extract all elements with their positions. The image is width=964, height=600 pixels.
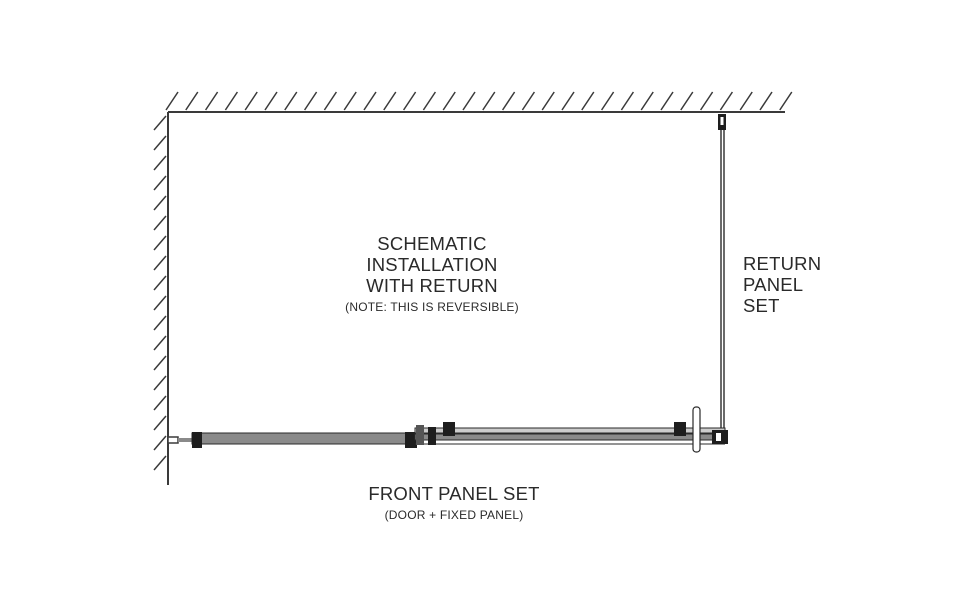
title-line-2: INSTALLATION [366,254,498,275]
title-line-3: WITH RETURN [366,275,498,296]
top-wall-hatching [165,91,793,111]
hatch-line [402,91,417,111]
return-line-2: PANEL [743,274,804,295]
hatch-line [581,91,595,111]
hatch-line [303,91,318,111]
hatch-line [153,315,167,331]
left-wall-hatching [153,115,167,471]
hatch-line [501,91,516,111]
hatch-line [244,91,258,111]
hatch-line [153,415,167,431]
hatch-line [153,275,167,291]
front-panel-title: FRONT PANEL SET [368,483,540,504]
hatch-line [363,91,377,111]
hatch-line [153,195,167,211]
hatch-line [383,91,397,111]
hatch-line [482,91,496,111]
hatch-line [224,91,239,111]
hatch-line [442,91,456,111]
hatch-line [153,295,167,311]
hatch-line [640,91,654,111]
hatch-line [759,91,773,111]
hatch-line [521,91,536,111]
hatch-line [153,115,167,131]
hatch-line [153,455,167,471]
hatch-line [264,91,278,111]
hatch-line [699,91,714,111]
hatch-line [153,135,167,151]
title-line-1: SCHEMATIC [377,233,487,254]
hatch-line [153,175,167,191]
hatch-line [323,91,338,111]
return-line-3: SET [743,295,780,316]
hatch-line [204,91,219,111]
hatch-line [153,335,167,351]
title-note: (NOTE: THIS IS REVERSIBLE) [345,300,519,314]
return-line-1: RETURN [743,253,822,274]
front-panel-label: FRONT PANEL SET (DOOR + FIXED PANEL) [330,483,578,522]
hatch-line [719,91,734,111]
hatch-line [462,91,476,111]
hatch-line [739,91,753,111]
return-panel-label: RETURN PANEL SET [743,253,821,316]
hatch-line [153,375,167,391]
hatch-line [422,91,437,111]
hatch-line [153,215,167,231]
front-panel [167,406,728,453]
hatch-line [561,91,575,111]
return-panel [718,114,726,432]
hatch-line [153,435,167,451]
front-panel-subtitle: (DOOR + FIXED PANEL) [384,508,524,522]
hatch-line [600,91,615,111]
hatch-line [660,91,674,111]
hatch-line [153,155,167,171]
hatch-line [153,395,167,411]
hatch-line [153,235,167,251]
hatch-line [153,355,167,371]
hatch-line [620,91,635,111]
hatch-line [779,91,793,111]
hatch-line [284,91,298,111]
hatch-line [185,91,199,111]
hatch-line [153,255,167,271]
schematic-title: SCHEMATIC INSTALLATION WITH RETURN (NOTE… [330,233,534,314]
hatch-line [343,91,357,111]
hatch-line [165,91,179,111]
hatch-line [680,91,694,111]
hatch-line [541,91,555,111]
